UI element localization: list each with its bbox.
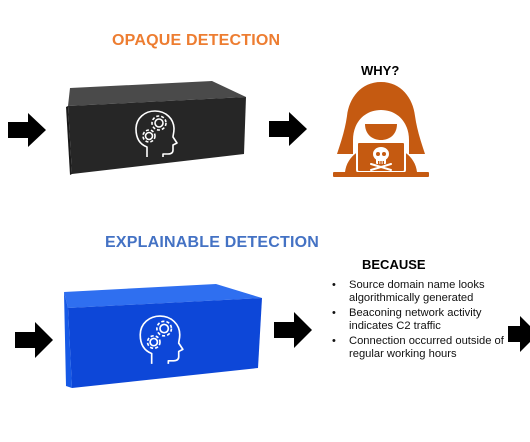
right-arrow-icon xyxy=(15,322,53,358)
right-arrow-icon xyxy=(269,112,307,146)
reasons-list: Source domain name looks algorithmically… xyxy=(330,279,508,362)
explainable-detection-title: EXPLAINABLE DETECTION xyxy=(105,234,319,251)
brain-gear-icon xyxy=(139,315,184,364)
opaque-black-box xyxy=(66,81,246,175)
hacker-laptop-skull-icon xyxy=(333,82,429,177)
because-heading: BECAUSE xyxy=(362,257,426,272)
right-arrow-icon xyxy=(8,113,46,147)
brain-gear-icon xyxy=(135,110,178,157)
why-question: WHY? xyxy=(361,63,400,78)
opaque-detection-title: OPAQUE DETECTION xyxy=(112,32,281,49)
reason-item: Source domain name looks algorithmically… xyxy=(330,279,508,306)
right-arrow-icon xyxy=(274,312,312,348)
reason-item: Connection occurred outside of regular w… xyxy=(330,335,508,362)
right-arrow-icon xyxy=(508,316,530,352)
explainable-blue-box xyxy=(64,284,262,388)
reason-item: Beaconing network activity indicates C2 … xyxy=(330,307,508,334)
